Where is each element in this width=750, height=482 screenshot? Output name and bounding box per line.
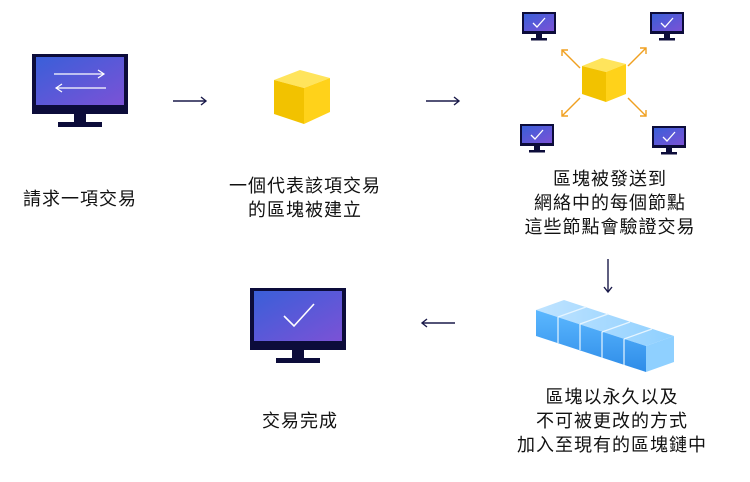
block-chain-icon xyxy=(536,300,674,372)
monitor-check-icon xyxy=(250,288,346,363)
step-block-created-label: 一個代表該項交易 的區塊被建立 xyxy=(229,176,381,221)
step-chain-added-label: 區塊以永久以及 不可被更改的方式 加入至現有的區塊鏈中 xyxy=(517,387,707,456)
arrow-down-icon xyxy=(603,259,613,294)
arrow-right-icon xyxy=(426,96,461,106)
arrow-right-icon xyxy=(173,96,208,106)
monitor-exchange-arrows-icon xyxy=(32,54,128,127)
step-complete-label: 交易完成 xyxy=(262,411,338,432)
step-broadcast-label: 區塊被發送到 網絡中的每個節點 這些節點會驗證交易 xyxy=(524,169,696,238)
step-request-label: 請求一項交易 xyxy=(23,189,137,210)
cube-icon xyxy=(274,70,330,124)
arrow-left-icon xyxy=(420,318,455,328)
network-nodes-icon xyxy=(519,11,687,156)
